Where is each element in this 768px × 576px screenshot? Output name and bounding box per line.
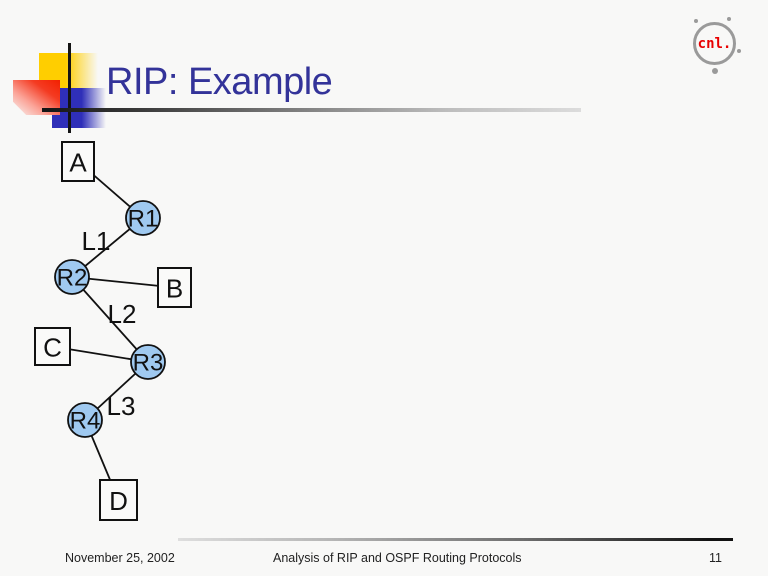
logo-knot-icon [712,68,718,74]
logo-tick-icon [737,49,741,53]
page-number: 11 [709,551,722,565]
logo-text: cnl. [697,35,732,52]
router-label-R4: R4 [70,408,101,435]
host-label-B: B [166,274,183,304]
host-node-C [34,327,71,366]
link-label-L3: L3 [107,391,136,421]
footer-date: November 25, 2002 [65,551,175,565]
router-node-R3 [130,344,166,380]
decoration-vertical-line [68,43,71,133]
page-title: RIP: Example [106,61,333,103]
link-label-L2: L2 [108,299,137,329]
host-label-D: D [109,486,128,516]
host-node-D [99,479,138,521]
logo-tick-icon [727,17,731,21]
host-label-C: C [43,333,62,363]
router-label-R2: R2 [57,265,88,292]
footer-title: Analysis of RIP and OSPF Routing Protoco… [273,551,522,565]
host-node-B [157,267,192,308]
cnl-logo: cnl. [686,15,748,81]
link-R2-R3 [71,276,149,363]
host-node-A [61,141,95,182]
title-underline [42,108,581,112]
router-node-R2 [54,259,90,295]
router-node-R1 [125,200,161,236]
logo-tick-icon [694,19,698,23]
router-node-R4 [67,402,103,438]
router-label-R1: R1 [128,206,159,233]
router-label-R3: R3 [133,350,164,377]
host-label-A: A [69,148,87,178]
logo-circle-icon: cnl. [693,22,736,65]
link-label-L1: L1 [82,226,111,256]
footer-rule [178,538,733,541]
